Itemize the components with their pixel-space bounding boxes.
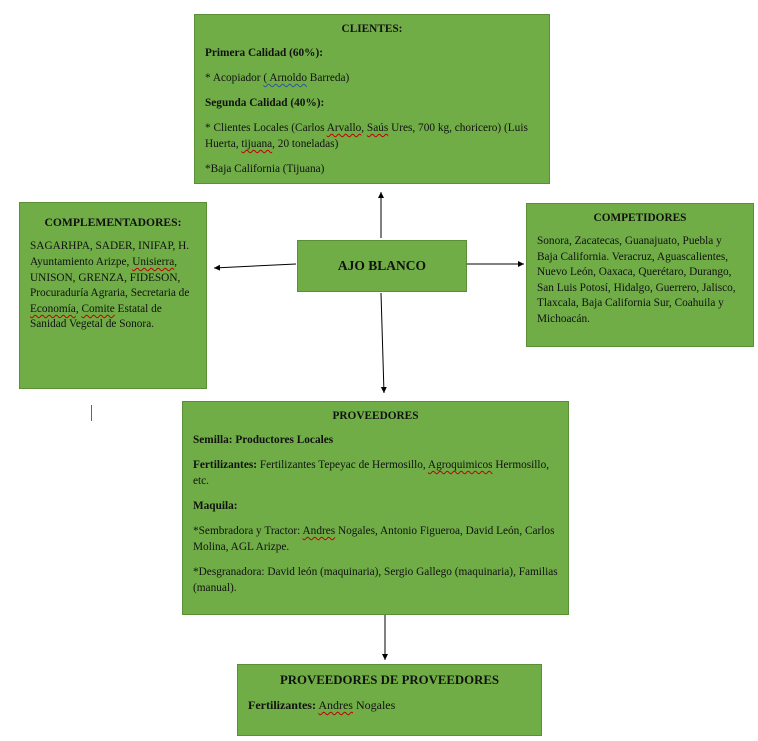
- locales-part-b: ,: [361, 122, 367, 135]
- prov-prov-label: Fertilizantes:: [248, 698, 316, 713]
- semilla-text: Semilla: Productores Locales: [193, 434, 334, 447]
- primera-calidad-label: Primera Calidad (60%):: [205, 47, 323, 60]
- complementadores-unisierra: Unisierra: [132, 256, 175, 269]
- prov-prov-text: Fertilizantes: Andres Nogales: [248, 697, 531, 714]
- prov-prov-box: PROVEEDORES DE PROVEEDORES Fertilizantes…: [237, 664, 542, 736]
- prov-prov-andres: Andres: [318, 698, 353, 713]
- complementadores-part-4: Estatal de Sanidad Vegetal de Sonora.: [30, 302, 162, 331]
- complementadores-comite: Comite: [81, 302, 115, 315]
- complementadores-economia: Economía: [30, 302, 76, 315]
- fertilizantes-label: Fertilizantes:: [193, 459, 257, 472]
- locales-arvallo: Arvallo: [326, 122, 362, 135]
- locales-part-a: * Clientes Locales (Carlos: [205, 122, 327, 135]
- complementadores-title: COMPLEMENTADORES:: [44, 216, 182, 229]
- locales-part-c: Ures, 700 kg, choricero) (Luis Huerta,: [205, 122, 528, 151]
- competidores-title: COMPETIDORES: [593, 212, 687, 224]
- complementadores-box: COMPLEMENTADORES: SAGARHPA, SADER, INIFA…: [19, 202, 207, 389]
- clientes-locales-text: * Clientes Locales (Carlos Arvallo, Saús…: [205, 120, 539, 152]
- complementadores-text: SAGARHPA, SADER, INIFAP, H. Ayuntamiento…: [30, 239, 196, 332]
- ajo-blanco-title: AJO BLANCO: [337, 258, 427, 274]
- fertilizantes-agroquimicos: Agroquimicos: [427, 459, 493, 472]
- maquila-label: Maquila:: [193, 500, 238, 513]
- clientes-box: CLIENTES: Primera Calidad (60%): * Acopi…: [194, 14, 550, 184]
- complementadores-part-2: , UNISON, GRENZA, FIDESON, Procuraduría …: [30, 256, 190, 300]
- prov-prov-rest: Nogales: [352, 698, 396, 713]
- competidores-text: Sonora, Zacatecas, Guanajuato, Puebla y …: [537, 235, 736, 325]
- acopiador-name: ( Arnoldo: [263, 72, 307, 85]
- baja-california-text: *Baja California (Tijuana): [205, 163, 325, 176]
- proveedores-box: PROVEEDORES Semilla: Productores Locales…: [182, 401, 569, 615]
- acopiador-prefix: * Acopiador: [205, 72, 264, 85]
- segunda-calidad-label: Segunda Calidad (40%):: [205, 97, 325, 110]
- sembradora-part-b: Nogales, Antonio Figueroa, David León, C…: [193, 525, 555, 554]
- sembradora-andres: Andres: [302, 525, 336, 538]
- desgranadora-text: *Desgranadora: David león (maquinaria), …: [193, 566, 558, 595]
- text-cursor: [91, 405, 92, 421]
- sembradora-text: *Sembradora y Tractor: Andres Nogales, A…: [193, 523, 558, 555]
- locales-saus: Saús: [366, 122, 389, 135]
- acopiador-suffix: Barreda): [306, 72, 350, 85]
- sembradora-part-a: *Sembradora y Tractor:: [193, 525, 303, 538]
- fertilizantes-text: Fertilizantes: Fertilizantes Tepeyac de …: [193, 457, 558, 489]
- arrow-to-proveedores: [380, 292, 387, 394]
- locales-tijuana: tijuana: [241, 138, 273, 151]
- proveedores-title: PROVEEDORES: [332, 410, 419, 422]
- locales-part-d: , 20 toneladas): [272, 138, 339, 151]
- acopiador-text: * Acopiador ( Arnoldo Barreda): [205, 70, 539, 86]
- ajo-blanco-box: AJO BLANCO: [297, 240, 467, 292]
- clientes-title: CLIENTES:: [341, 23, 403, 35]
- fertilizantes-part-a: Fertilizantes Tepeyac de Hermosillo,: [257, 459, 428, 472]
- fertilizantes-part-b: Hermosillo, etc.: [193, 459, 550, 488]
- complementadores-part-3: ,: [75, 302, 82, 315]
- arrow-to-complementadores: [213, 263, 297, 271]
- prov-prov-title: PROVEEDORES DE PROVEEDORES: [279, 673, 499, 687]
- complementadores-part-1: SAGARHPA, SADER, INIFAP, H. Ayuntamiento…: [30, 240, 190, 269]
- competidores-box: COMPETIDORES Sonora, Zacatecas, Guanajua…: [526, 203, 754, 347]
